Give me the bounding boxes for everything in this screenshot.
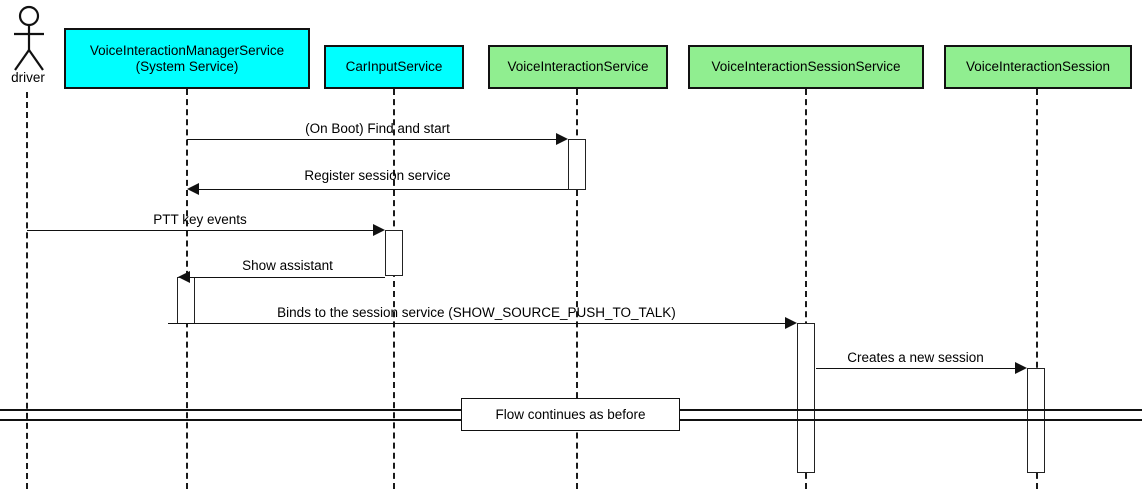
activation-bar-voiceinteractionservice	[568, 139, 586, 190]
lifeline-vis	[576, 89, 578, 489]
message-arrowhead-2	[187, 183, 199, 195]
participant-box-voiceinteractionmanagerservice[interactable]: VoiceInteractionManagerService (System S…	[64, 28, 310, 89]
message-line-4	[190, 277, 385, 278]
message-label-show-assistant: Show assistant	[242, 258, 333, 273]
lifeline-cis	[393, 89, 395, 489]
message-line-6	[816, 368, 1015, 369]
message-arrowhead-3	[373, 224, 385, 236]
lifeline-driver	[26, 92, 28, 489]
message-arrowhead-4	[178, 271, 190, 283]
participant-label-line1: VoiceInteractionSession	[965, 59, 1111, 75]
message-line-1	[187, 139, 556, 140]
message-line-5	[168, 323, 785, 324]
message-label-binds-to-the-session-service: Binds to the session service (SHOW_SOURC…	[277, 305, 676, 320]
lifeline-vses	[1036, 89, 1038, 489]
lifeline-viss	[805, 89, 807, 489]
message-label-ptt-key-events: PTT key events	[153, 212, 247, 227]
actor-driver-icon	[8, 4, 50, 81]
participant-label-line1: CarInputService	[345, 59, 443, 75]
divider-note-label: Flow continues as before	[495, 407, 646, 422]
message-arrowhead-1	[556, 133, 568, 145]
participant-box-voiceinteractionsessionservice[interactable]: VoiceInteractionSessionService	[688, 45, 924, 89]
message-line-2	[199, 189, 568, 190]
activation-bar-voiceinteractionsessionservice	[797, 323, 815, 473]
actor-label: driver	[11, 70, 45, 85]
participant-label-line2: (System Service)	[135, 58, 239, 74]
participant-box-voiceinteractionservice[interactable]: VoiceInteractionService	[488, 45, 668, 89]
participant-label-line1: VoiceInteractionSessionService	[711, 59, 901, 75]
message-arrowhead-6	[1015, 362, 1027, 374]
message-line-3	[27, 230, 373, 231]
message-label-register-session-service: Register session service	[304, 168, 451, 183]
participant-box-carinputservice[interactable]: CarInputService	[324, 45, 464, 89]
message-arrowhead-5	[785, 317, 797, 329]
divider-note-flow-continues: Flow continues as before	[461, 398, 680, 431]
message-label-on-boot-find-and-start: (On Boot) Find and start	[305, 121, 450, 136]
activation-bar-carinputservice	[385, 230, 403, 276]
participant-label-line1: VoiceInteractionManagerService	[89, 42, 285, 58]
participant-label-line1: VoiceInteractionService	[507, 59, 649, 75]
participant-box-voiceinteractionsession[interactable]: VoiceInteractionSession	[944, 45, 1132, 89]
message-label-creates-a-new-session: Creates a new session	[847, 350, 984, 365]
